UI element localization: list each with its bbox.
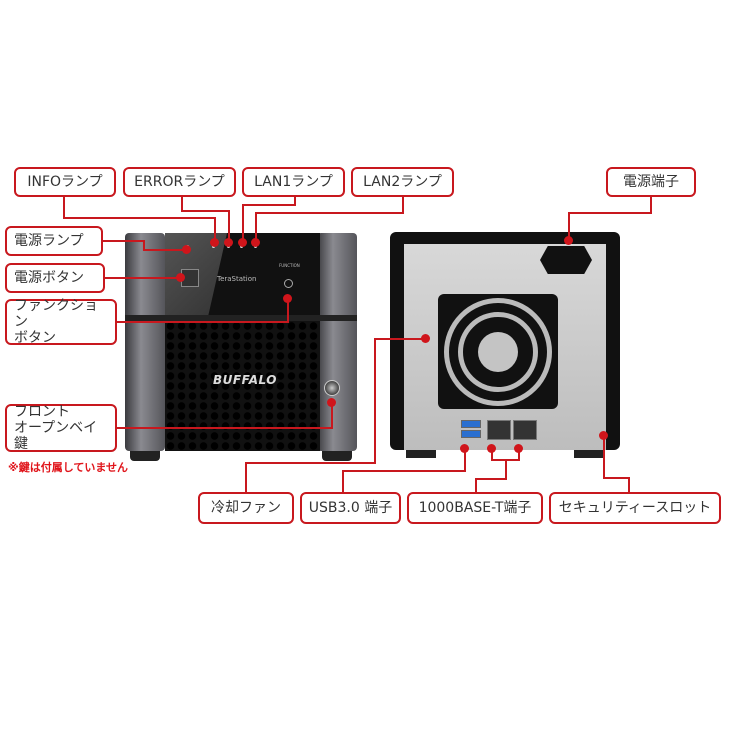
- nas-rear-view: [390, 232, 620, 460]
- brand-logo: BUFFALO: [213, 373, 277, 387]
- usb-port-1: [461, 420, 481, 428]
- front-right-side-panel: [317, 233, 357, 451]
- leader-power-connector-v: [568, 212, 570, 240]
- dot-security: [599, 431, 608, 440]
- front-left-side-panel: [125, 233, 165, 451]
- model-name: TeraStation: [217, 275, 257, 283]
- dot-info: [210, 238, 219, 247]
- leader-power-connector-h: [568, 212, 652, 214]
- leader-security: [603, 435, 605, 478]
- leader-function-v: [287, 298, 289, 323]
- fan-ring-middle: [458, 312, 538, 392]
- leader-lan2-h: [255, 212, 404, 214]
- leader-lan1: [294, 195, 296, 205]
- leader-lan-b: [518, 448, 520, 460]
- rear-foot-left: [406, 450, 436, 458]
- label-lan1-lamp: LAN1ランプ: [242, 167, 345, 197]
- leader-power-lamp-h2: [143, 249, 186, 251]
- dot-lan2: [251, 238, 260, 247]
- dot-power-lamp: [182, 245, 191, 254]
- lan-port-1: [487, 420, 511, 440]
- leader-power-button: [104, 277, 180, 279]
- label-power-connector: 電源端子: [606, 167, 696, 197]
- label-lan-port: 1000BASE-T端子: [407, 492, 543, 524]
- front-foot-right: [322, 451, 352, 461]
- dot-function: [283, 294, 292, 303]
- leader-usb: [464, 448, 466, 471]
- dot-lan1: [238, 238, 247, 247]
- dot-key: [327, 398, 336, 407]
- dot-usb: [460, 444, 469, 453]
- fan-hub: [478, 332, 518, 372]
- label-front-open-key-line2: オープンベイ鍵: [14, 419, 98, 453]
- leader-lan2-v: [255, 212, 257, 242]
- dot-lan-a: [487, 444, 496, 453]
- leader-error: [181, 195, 183, 211]
- rear-foot-right: [574, 450, 604, 458]
- leader-lan-v2: [475, 478, 477, 492]
- leader-info: [63, 195, 65, 218]
- leader-error-v: [228, 210, 230, 242]
- leader-power-connector: [650, 195, 652, 213]
- label-security-slot: セキュリティースロット: [549, 492, 721, 524]
- nas-front-view: TeraStation FUNCTION BUFFALO: [125, 233, 357, 463]
- leader-lan-h2: [475, 478, 507, 480]
- leader-power-lamp: [101, 240, 145, 242]
- label-power-button: 電源ボタン: [5, 263, 105, 293]
- power-inlet-icon: [540, 246, 592, 274]
- dot-fan: [421, 334, 430, 343]
- leader-error-h: [181, 210, 230, 212]
- dot-power-button: [176, 273, 185, 282]
- lan-port-2: [513, 420, 537, 440]
- leader-info-h: [63, 217, 216, 219]
- function-caption: FUNCTION: [279, 263, 300, 268]
- leader-fan-v2: [245, 462, 247, 492]
- label-function-button: ファンクション ボタン: [5, 298, 117, 346]
- label-lan2-lamp: LAN2ランプ: [351, 167, 454, 197]
- label-info-lamp: INFOランプ: [14, 167, 116, 197]
- dot-power-connector: [564, 236, 573, 245]
- leader-info-v: [214, 217, 216, 242]
- leader-security-h: [603, 477, 630, 479]
- label-cooling-fan: 冷却ファン: [198, 492, 294, 524]
- label-front-open-key-line1: フロント: [14, 403, 70, 420]
- leader-usb-h: [342, 470, 466, 472]
- leader-fan: [375, 338, 425, 340]
- usb-port-2: [461, 430, 481, 438]
- key-lock-icon: [324, 380, 340, 396]
- front-divider: [125, 315, 357, 321]
- leader-usb-v: [342, 470, 344, 492]
- key-not-included-note: ※鍵は付属していません: [8, 461, 129, 474]
- leader-function: [117, 321, 288, 323]
- label-front-open-key: フロント オープンベイ鍵: [5, 404, 117, 452]
- leader-power-lamp-v: [143, 240, 145, 250]
- leader-security-v: [628, 477, 630, 492]
- label-usb30-port: USB3.0 端子: [300, 492, 401, 524]
- cooling-fan-icon: [438, 294, 558, 409]
- front-grill: BUFFALO: [165, 321, 320, 451]
- leader-key-v: [331, 402, 333, 429]
- label-error-lamp: ERRORランプ: [123, 167, 236, 197]
- function-button-physical: [284, 279, 293, 288]
- front-foot-left: [130, 451, 160, 461]
- leader-lan1-v: [242, 204, 244, 242]
- dot-error: [224, 238, 233, 247]
- leader-key: [117, 427, 333, 429]
- leader-fan-v: [374, 338, 376, 463]
- leader-fan-h: [245, 462, 376, 464]
- dot-lan-b: [514, 444, 523, 453]
- leader-lan-a: [491, 448, 493, 460]
- fan-ring-outer: [444, 298, 552, 406]
- leader-lan2: [402, 195, 404, 213]
- leader-lan1-h: [242, 204, 296, 206]
- leader-lan-v: [505, 459, 507, 479]
- label-power-lamp: 電源ランプ: [5, 226, 103, 256]
